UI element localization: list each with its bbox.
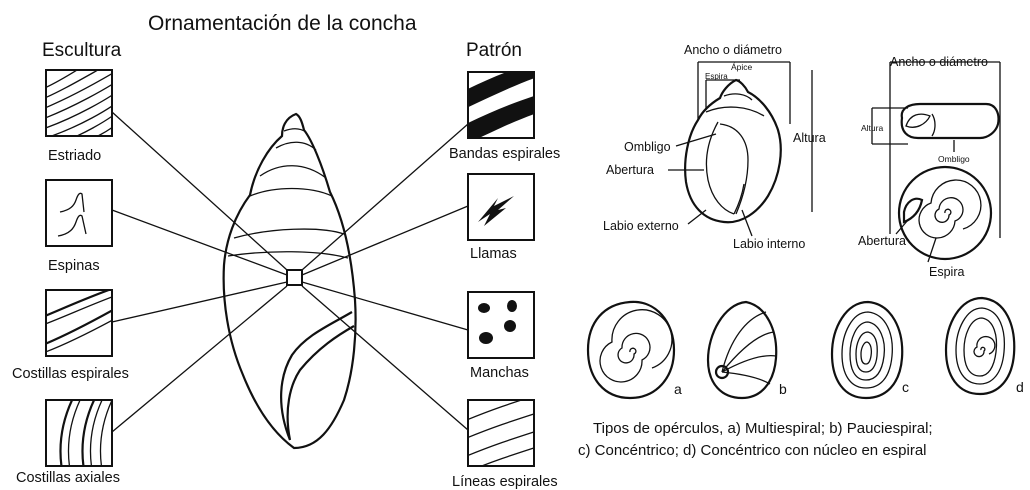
sculpture-header: Escultura [42, 40, 122, 61]
side-aperture-label: Abertura [606, 163, 654, 177]
sculpture-espinas-box [45, 179, 113, 247]
sculpture-costillas-axiales-box [45, 399, 113, 467]
sculpture-costillas-espirales-box [45, 289, 113, 357]
pattern-label-lineas: Líneas espirales [452, 474, 558, 490]
planispiral-spire-label: Espira [929, 265, 964, 279]
operculum-letter-a: a [674, 381, 682, 397]
sculpture-label-estriado: Estriado [48, 148, 101, 164]
operculum-d [944, 296, 1016, 396]
anatomy-planispiral-shell [871, 61, 1001, 263]
pattern-llamas-box [467, 173, 535, 241]
side-inner-lip-label: Labio interno [733, 237, 805, 251]
operculum-c [830, 300, 904, 400]
operculum-caption-line-2: c) Concéntrico; d) Concéntrico con núcle… [578, 442, 927, 459]
planispiral-width-label: Ancho o diámetro [890, 55, 988, 69]
pattern-bandas-box [467, 71, 535, 139]
center-square [286, 269, 303, 286]
operculum-caption-line-1: Tipos de opérculos, a) Multiespiral; b) … [593, 420, 933, 437]
operculum-letter-d: d [1016, 379, 1024, 395]
pattern-label-llamas: Llamas [470, 246, 517, 262]
pattern-lineas-box [467, 399, 535, 467]
pattern-label-bandas: Bandas espirales [449, 146, 560, 162]
sculpture-label-costillas-espirales: Costillas espirales [12, 366, 129, 382]
anatomy-side-shell [668, 61, 813, 237]
shell-illustration [222, 112, 357, 450]
planispiral-height-label: Altura [861, 123, 883, 133]
side-umbilicus-label: Ombligo [624, 140, 671, 154]
side-apex-label: Ápice [731, 62, 753, 72]
planispiral-umbilicus-label: Ombligo [938, 154, 970, 164]
connector-lines [111, 111, 469, 433]
sculpture-estriado-box [45, 69, 113, 137]
planispiral-aperture-label: Abertura [858, 234, 906, 248]
side-outer-lip-label: Labio externo [603, 219, 679, 233]
sculpture-label-espinas: Espinas [48, 258, 100, 274]
side-spire-label: Espira [705, 72, 728, 81]
operculum-letter-c: c [902, 379, 909, 395]
pattern-header: Patrón [466, 40, 522, 61]
diagram-title: Ornamentación de la concha [148, 12, 417, 35]
pattern-label-manchas: Manchas [470, 365, 529, 381]
sculpture-label-costillas-axiales: Costillas axiales [16, 470, 120, 486]
pattern-manchas-box [467, 291, 535, 359]
operculum-b [706, 300, 778, 400]
side-width-label: Ancho o diámetro [684, 43, 782, 57]
operculum-letter-b: b [779, 381, 787, 397]
operculum-a [586, 300, 676, 400]
side-height-label: Altura [793, 131, 826, 145]
